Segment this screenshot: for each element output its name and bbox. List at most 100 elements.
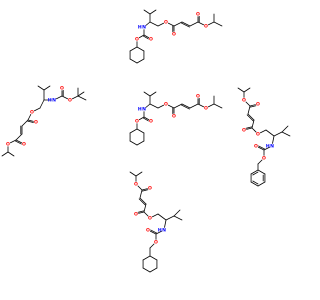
left-oxygen-label-mask <box>59 85 65 91</box>
bottom-cyclohexyl-ring-bond <box>149 267 158 273</box>
right-oxygen-label-mask <box>241 97 247 103</box>
left-backbone-bond <box>39 99 45 109</box>
right-nitrogen-label-hydrogen: H <box>266 144 270 150</box>
center-oxygen-label-mask <box>171 113 177 119</box>
right-methyl-bond <box>281 125 289 133</box>
center-oxygen-label: O <box>149 119 153 125</box>
left-oxygen-label-mask <box>29 109 35 115</box>
bottom-nitrogen-label-hydrogen: H <box>158 228 162 234</box>
left-oxygen-label-mask <box>33 119 39 125</box>
right-oxygen-label-mask <box>261 155 267 161</box>
center-oxygen-label-mask <box>195 93 201 99</box>
left-chain-bond <box>15 133 23 141</box>
center-methyl-bond <box>149 91 157 97</box>
left-oxygen-label: O <box>60 86 64 92</box>
top-cyclohexyl-ring-bond <box>129 58 138 64</box>
top-alkene-bond <box>181 21 191 27</box>
top-oxygen-label-mask <box>171 31 177 37</box>
bottom-oxygen-label-mask <box>147 215 153 221</box>
center-oxygen-label-mask <box>134 118 140 124</box>
left-oxygen-label: O <box>6 142 10 148</box>
left-methyl-bond <box>77 95 87 101</box>
center-chain-bond <box>189 103 199 109</box>
top-backbone-bond <box>149 21 159 27</box>
top-nitrogen-label: N <box>142 25 146 31</box>
left-oxygen-label-mask <box>21 141 27 147</box>
top-chain-bond <box>189 21 199 27</box>
left-methyl-bond <box>77 91 85 97</box>
center-oxygen-label: O <box>204 106 208 112</box>
top-oxygen-label: O <box>172 32 176 38</box>
left-methyl-bond <box>1 151 9 157</box>
top-oxygen-label-mask <box>163 19 169 25</box>
center-cyclohexyl-ring-bond <box>129 140 138 146</box>
top-oxygen-label-mask <box>148 36 154 42</box>
right-nitrogen-label: N <box>270 144 274 150</box>
top-cyclohexyl-ring-bond <box>129 46 138 52</box>
top-oxygen-label: O <box>204 24 208 30</box>
left-oxygen-label-mask <box>67 97 73 103</box>
right-oxygen-label: O <box>256 132 260 138</box>
left-nitrogen-label-hydrogen: H <box>48 98 52 104</box>
center-methyl-bond <box>143 91 151 97</box>
top-methyl-bond <box>149 9 157 15</box>
right-backbone-bond <box>265 129 275 137</box>
top-alkene-bond-second <box>181 22 190 28</box>
center-alkene-bond <box>181 103 191 109</box>
right-oxygen-label-mask <box>241 127 247 133</box>
top-oxygen-label: O <box>164 20 168 26</box>
right-methyl-bond <box>243 87 251 93</box>
top-oxygen-label-mask <box>134 36 140 42</box>
bottom-backbone-bond <box>157 213 167 221</box>
bottom-methyl-bond <box>173 209 181 217</box>
left-oxygen-label: O <box>68 98 72 104</box>
right-alkene-bond <box>247 113 255 121</box>
top-oxygen-label-mask <box>195 11 201 17</box>
right-oxygen-label: O <box>242 128 246 134</box>
bottom-alkene-bond-second <box>138 198 146 206</box>
top-oxygen-label: O <box>196 12 200 18</box>
bottom-methyl-bond <box>129 171 137 177</box>
right-nitrogen-label-mask <box>269 143 275 149</box>
bottom-oxygen-label-mask <box>133 181 139 187</box>
right-benzene-ring-bond <box>250 181 259 187</box>
bottom-oxygen-label-mask <box>133 211 139 217</box>
center-oxygen-label: O <box>196 94 200 100</box>
right-benzene-ring-inner-bond <box>252 180 259 185</box>
center-backbone-bond <box>149 103 159 109</box>
top-chain-bond <box>173 21 183 27</box>
left-nitrogen-label: N <box>52 98 56 104</box>
left-oxygen-label-mask <box>5 141 11 147</box>
center-methyl-bond <box>213 103 223 109</box>
center-oxygen-label-mask <box>203 105 209 111</box>
left-methyl-bond <box>7 151 15 157</box>
center-oxygen-label: O <box>135 119 139 125</box>
top-cyclohexyl-ring-bond <box>136 46 145 52</box>
right-oxygen-label-mask <box>255 101 261 107</box>
left-oxygen-label: O <box>30 110 34 116</box>
right-isopropyl-bond <box>273 131 283 137</box>
center-oxygen-label-mask <box>163 101 169 107</box>
right-benzene-ring-bond <box>257 169 266 175</box>
top-oxygen-label-mask <box>203 23 209 29</box>
top-nitrogen-label-mask <box>141 24 147 30</box>
center-nitrogen-label-hydrogen: H <box>138 107 142 113</box>
center-oxygen-label-mask <box>148 118 154 124</box>
right-methyl-bond <box>237 87 245 93</box>
bottom-isopropyl-bond <box>165 215 175 221</box>
left-methyl-bond <box>43 85 51 91</box>
center-cyclohexyl-ring-bond <box>136 140 145 146</box>
right-oxygen-label-mask <box>253 143 259 149</box>
center-nitrogen-label-mask <box>141 106 147 112</box>
center-cyclohexyl-ring-bond <box>129 128 138 134</box>
bottom-cyclohexyl-ring-bond <box>142 267 151 273</box>
center-cyclohexyl-ring-bond <box>136 128 145 134</box>
right-chain-bond <box>247 105 251 115</box>
bottom-nitrogen-label: N <box>162 228 166 234</box>
top-methyl-bond <box>213 21 223 27</box>
top-nitrogen-label-hydrogen: H <box>138 25 142 31</box>
